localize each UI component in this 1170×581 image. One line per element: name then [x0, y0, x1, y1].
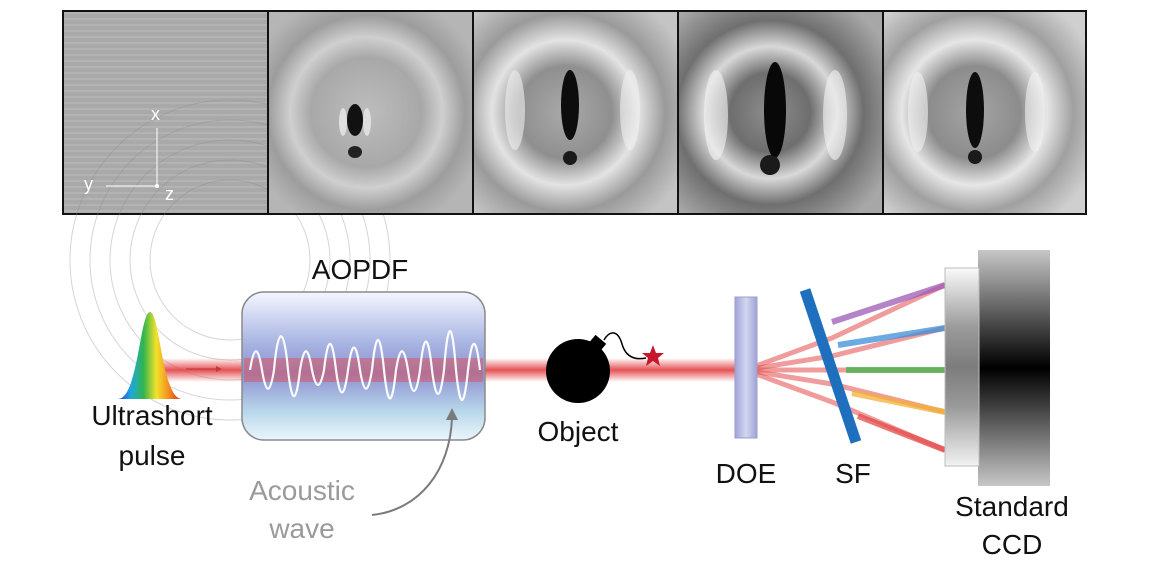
doe-element — [734, 296, 758, 439]
doe-label: DOE — [716, 458, 777, 489]
pulse-label-line1: Ultrashort — [91, 400, 213, 431]
aopdf-crystal — [241, 291, 486, 441]
axis-label-y: y — [84, 174, 93, 194]
axis-gizmo: x y z — [84, 104, 174, 204]
acoustic-wave-signal — [248, 330, 482, 402]
frame-strip: x y z — [62, 10, 1087, 421]
acoustic-label-line2: wave — [268, 513, 334, 544]
image-frame-2 — [267, 10, 474, 215]
axis-label-x: x — [151, 104, 160, 124]
axis-label-z: z — [165, 184, 174, 204]
ccd-label-line1: Standard — [955, 491, 1069, 522]
pulse-label-line2: pulse — [119, 440, 186, 471]
acoustic-wave-arrow — [371, 417, 453, 516]
sf-label: SF — [835, 458, 871, 489]
bomb-icon — [546, 332, 664, 403]
spark-star-icon — [642, 345, 664, 366]
ultrashort-pulse — [118, 312, 222, 399]
image-frame-4 — [677, 10, 884, 215]
ccd-camera — [944, 250, 1050, 486]
image-frame-1 — [62, 10, 391, 421]
image-frame-3 — [472, 10, 679, 215]
arrow-head-icon — [446, 408, 458, 420]
sf-element — [799, 288, 862, 444]
acoustic-label-line1: Acoustic — [249, 475, 355, 506]
aopdf-label: AOPDF — [312, 254, 408, 285]
object-label: Object — [538, 416, 619, 447]
image-frame-5 — [882, 10, 1087, 215]
ccd-label-line2: CCD — [982, 529, 1043, 560]
